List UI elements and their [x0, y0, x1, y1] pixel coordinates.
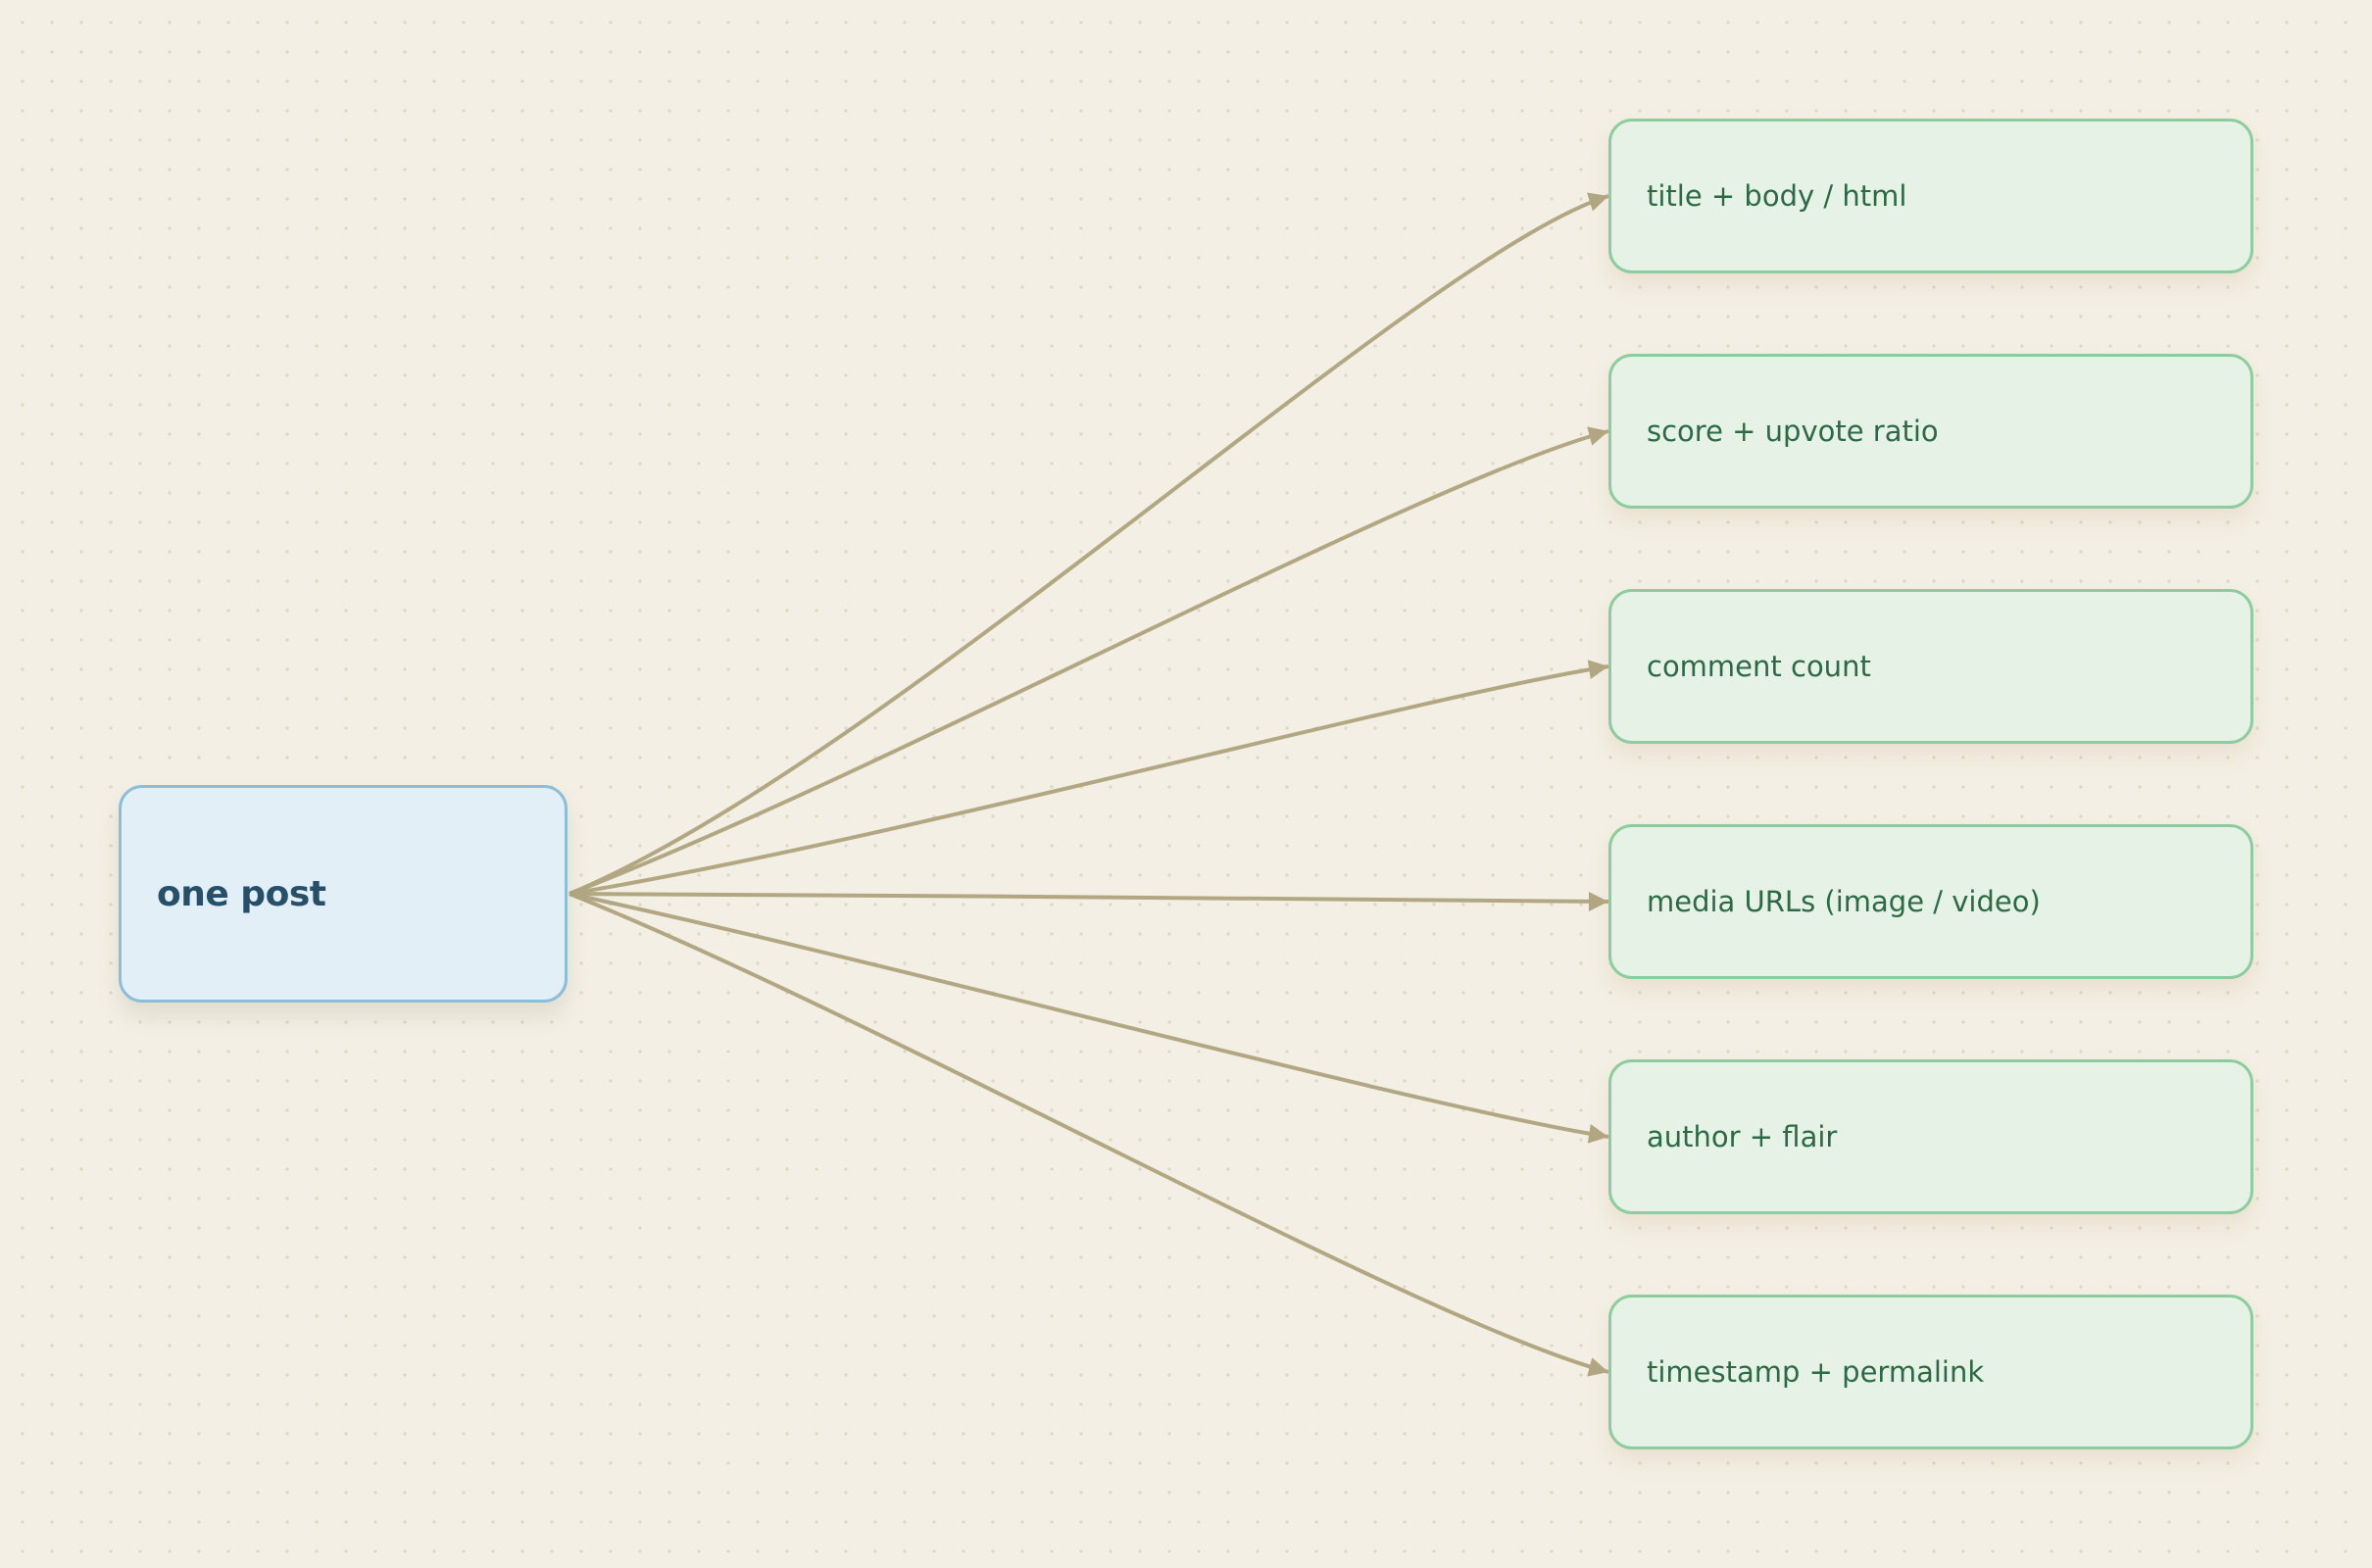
target-node-label: author + flair — [1647, 1120, 1838, 1153]
source-node-one-post[interactable]: one post — [119, 785, 568, 1003]
target-node-label: score + upvote ratio — [1647, 415, 1939, 448]
target-node-label: comment count — [1647, 650, 1871, 683]
edge-to-score — [568, 426, 1609, 896]
target-node-label: media URLs (image / video) — [1647, 885, 2041, 918]
target-node-author[interactable]: author + flair — [1608, 1059, 2253, 1214]
target-node-comment-count[interactable]: comment count — [1608, 589, 2253, 744]
edge-to-timestamp — [568, 892, 1609, 1377]
edge-to-media-urls — [568, 891, 1609, 911]
target-node-label: title + body / html — [1647, 179, 1907, 213]
target-node-score[interactable]: score + upvote ratio — [1608, 354, 2253, 509]
target-node-title-body[interactable]: title + body / html — [1608, 119, 2253, 273]
source-node-label: one post — [157, 873, 326, 914]
edge-to-title-body — [568, 192, 1609, 896]
edge-to-comment-count — [568, 660, 1609, 896]
target-node-timestamp[interactable]: timestamp + permalink — [1608, 1295, 2253, 1449]
target-node-label: timestamp + permalink — [1647, 1355, 1985, 1389]
target-node-media-urls[interactable]: media URLs (image / video) — [1608, 824, 2253, 979]
edge-to-author — [568, 892, 1609, 1144]
